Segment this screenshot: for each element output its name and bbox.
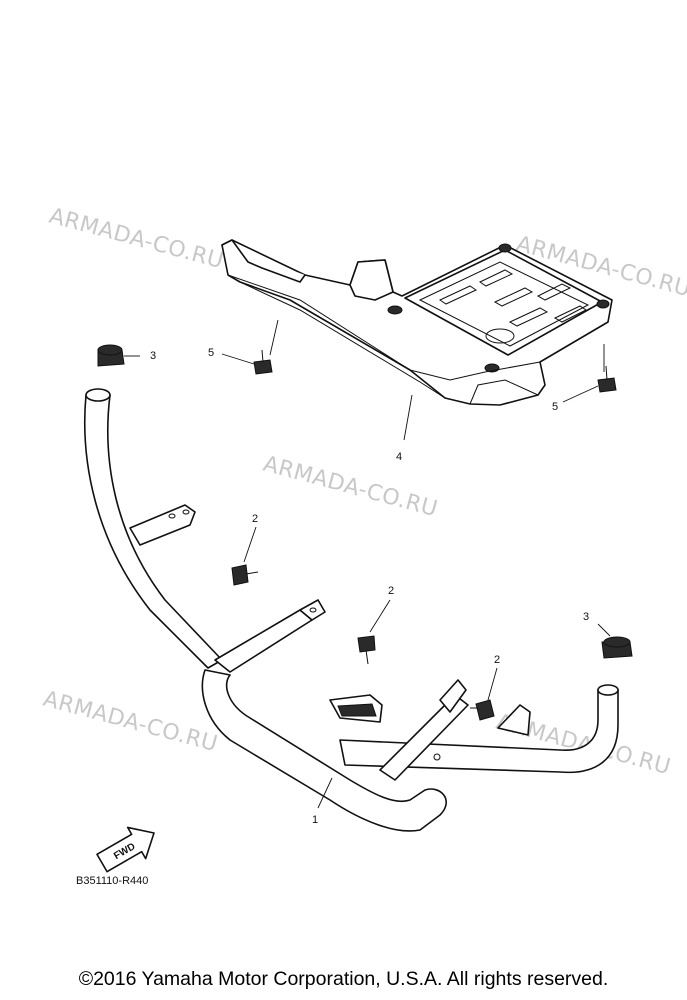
callout-5-left: 5	[208, 347, 214, 359]
skid-plate-part-4	[221, 239, 613, 406]
bolt-part-5-left	[253, 349, 273, 375]
cap-part-3-left	[97, 344, 125, 367]
leader-lines	[124, 319, 611, 809]
callout-5-right: 5	[552, 401, 558, 413]
callout-2-c: 2	[494, 654, 500, 666]
bolt-part-5-right	[597, 365, 617, 393]
diagram-code: B351110-R440	[76, 875, 148, 887]
callout-4: 4	[396, 451, 402, 463]
bolt-part-2-a	[231, 564, 259, 586]
bolt-part-2-b	[357, 635, 376, 665]
bolt-part-2-c	[470, 699, 495, 721]
callout-3-left: 3	[150, 350, 156, 362]
watermark-3: ARMADA-CO.RU	[260, 452, 440, 523]
guard-frame-part-1	[83, 388, 619, 832]
copyright-notice: ©2016 Yamaha Motor Corporation, U.S.A. A…	[78, 968, 609, 990]
callouts: 3 5 4 5 2 2 2 3 1	[150, 347, 589, 826]
cap-part-3-right	[601, 636, 633, 659]
watermark-1: ARMADA-CO.RU	[46, 204, 226, 275]
callout-3-right: 3	[583, 611, 589, 623]
callout-2-b: 2	[388, 585, 394, 597]
fwd-arrow-icon: FWD	[96, 826, 155, 873]
watermark-4: ARMADA-CO.RU	[40, 687, 220, 758]
callout-1: 1	[312, 814, 318, 826]
callout-2-a: 2	[252, 513, 258, 525]
